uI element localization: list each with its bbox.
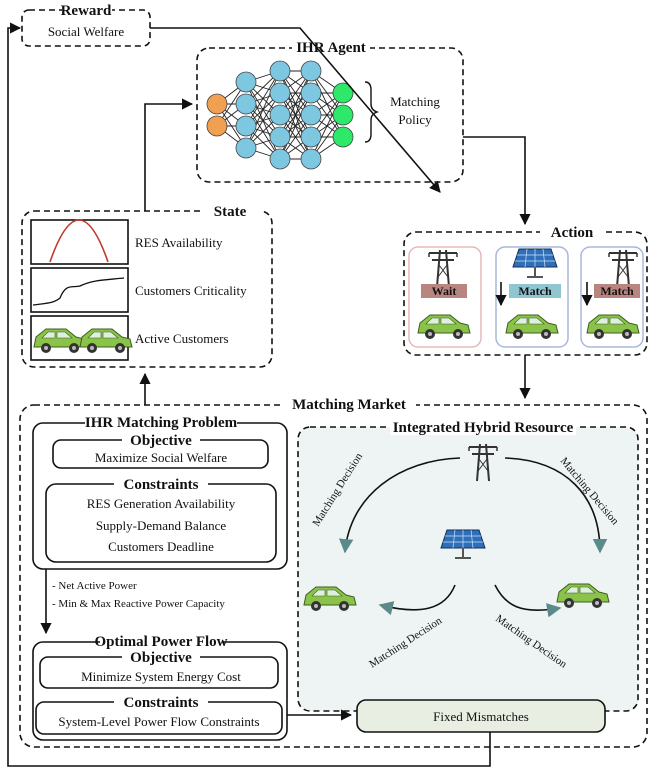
nn-output-node — [332, 104, 354, 126]
feedback-to-reward-arrow — [7, 22, 491, 767]
nn-output-node — [332, 126, 354, 148]
ihr-problem-box: IHR Matching Problem Objective Maximize … — [32, 414, 288, 570]
ihr-agent-box: IHR Agent Matching Policy — [196, 39, 464, 183]
fixed-mismatches-box: Fixed Mismatches — [356, 699, 606, 733]
nn-hidden-node — [269, 82, 291, 104]
nn-input-node — [206, 93, 228, 115]
match-badge — [594, 284, 640, 298]
nn-output-node — [332, 82, 354, 104]
nn-hidden-node — [300, 104, 322, 126]
nn-hidden-node — [235, 93, 257, 115]
state-item-criticality: Customers Criticality — [135, 283, 247, 298]
match-badge — [509, 284, 561, 298]
nn-hidden-node — [269, 60, 291, 82]
nn-edge — [310, 92, 344, 160]
hybrid-title: Integrated Hybrid Resource — [393, 420, 574, 436]
nn-hidden-node — [300, 126, 322, 148]
nn-hidden-node — [300, 82, 322, 104]
agent-title: IHR Agent — [296, 40, 366, 56]
opf-constraint-item: System-Level Power Flow Constraints — [58, 714, 259, 729]
criticality-plot — [30, 267, 129, 313]
nn-hidden-node — [300, 60, 322, 82]
nn-hidden-node — [300, 148, 322, 170]
opf-constraints-title: Constraints — [123, 695, 198, 711]
ihr-constraint-item: Supply-Demand Balance — [96, 518, 227, 533]
opf-title: Optimal Power Flow — [94, 634, 227, 650]
reward-title: Reward — [61, 3, 112, 19]
state-box: State RES Availability Customers Critica… — [21, 203, 273, 368]
state-item-res: RES Availability — [135, 235, 223, 250]
res-curve — [49, 219, 109, 263]
match-label-solar: Match — [518, 284, 552, 298]
nn-edge — [279, 92, 312, 160]
opf-objective-text: Minimize System Energy Cost — [81, 669, 241, 684]
nn-edge — [245, 70, 281, 149]
hybrid-resource-panel: Integrated Hybrid Resource Matching Deci… — [297, 419, 639, 712]
ihr-constraint-item: RES Generation Availability — [87, 496, 236, 511]
criticality-curve — [32, 277, 125, 306]
opf-objective-title: Objective — [130, 650, 192, 666]
policy-label-line2: Policy — [398, 112, 432, 127]
note-net-active-power: - Net Active Power — [52, 580, 137, 592]
nn-hidden-node — [269, 126, 291, 148]
reward-to-agent-arrow — [150, 27, 441, 193]
match-label-grid: Match — [600, 284, 634, 298]
nn-edge — [245, 70, 281, 127]
nn-hidden-node — [269, 148, 291, 170]
state-item-active: Active Customers — [135, 331, 229, 346]
wait-label: Wait — [432, 284, 457, 298]
mismatch-label: Fixed Mismatches — [433, 709, 529, 724]
opf-box: Optimal Power Flow Objective Minimize Sy… — [32, 633, 288, 741]
nn-edge — [279, 70, 312, 138]
nn-input-node — [206, 115, 228, 137]
ihr-problem-title: IHR Matching Problem — [85, 415, 238, 431]
policy-label-line1: Matching — [390, 94, 440, 109]
ihr-objective-title: Objective — [130, 433, 192, 449]
ihr-constraints-title: Constraints — [123, 477, 198, 493]
agent-to-action-arrow — [463, 136, 531, 226]
ihr-objective-text: Maximize Social Welfare — [95, 450, 228, 465]
action-title: Action — [551, 225, 594, 241]
nn-hidden-node — [235, 115, 257, 137]
nn-hidden-node — [235, 137, 257, 159]
state-title: State — [214, 204, 247, 220]
note-reactive-power: - Min & Max Reactive Power Capacity — [52, 598, 225, 610]
res-availability-plot — [30, 219, 129, 265]
policy-brace — [364, 81, 380, 143]
market-title: Matching Market — [292, 397, 406, 413]
nn-hidden-node — [235, 71, 257, 93]
wait-badge — [421, 284, 467, 298]
ihr-constraint-item: Customers Deadline — [108, 539, 214, 554]
nn-hidden-node — [269, 104, 291, 126]
state-to-agent-arrow — [144, 98, 194, 211]
action-box: Action Wait Match Match — [403, 224, 648, 356]
reward-label: Social Welfare — [48, 24, 125, 39]
nn-edge — [245, 92, 281, 149]
neural-network — [206, 60, 354, 170]
reward-box: Reward Social Welfare — [21, 3, 151, 47]
